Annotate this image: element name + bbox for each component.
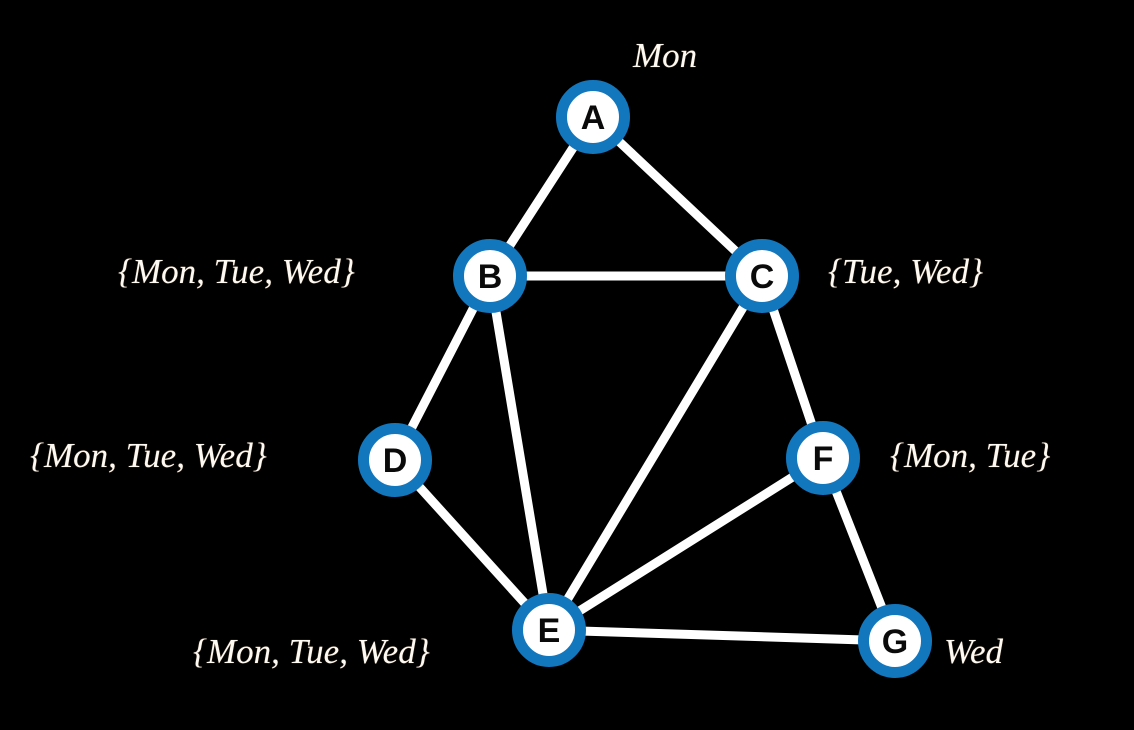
node-circle-b <box>453 239 527 313</box>
node-circle-g <box>858 604 932 678</box>
node-circle-e <box>512 593 586 667</box>
graph-node-d[interactable]: D <box>358 423 432 497</box>
graph-node-g[interactable]: G <box>858 604 932 678</box>
node-label-f: F <box>813 440 834 478</box>
domain-label-f: {Mon, Tue} <box>890 436 1051 475</box>
node-label-b: B <box>478 258 503 296</box>
graph-node-b[interactable]: B <box>453 239 527 313</box>
graph-edge-e-f <box>574 472 798 616</box>
domain-label-a: Mon <box>633 36 698 75</box>
graph-node-c[interactable]: C <box>725 239 799 313</box>
node-circle-f <box>786 421 860 495</box>
graph-node-f[interactable]: F <box>786 421 860 495</box>
node-label-e: E <box>538 612 561 650</box>
node-circle-d <box>358 423 432 497</box>
node-label-g: G <box>882 623 908 661</box>
domain-label-b: {Mon, Tue, Wed} <box>118 252 355 291</box>
graph-edge-a-c <box>613 136 742 257</box>
node-circle-c <box>725 239 799 313</box>
graph-edge-e-g <box>579 626 865 645</box>
graph-edge-c-e <box>562 301 749 605</box>
graph-node-a[interactable]: A <box>556 80 630 154</box>
graph-edge-c-f <box>768 304 817 430</box>
graph-edge-a-b <box>504 141 579 252</box>
graph-edge-b-e <box>491 306 548 600</box>
node-label-a: A <box>581 99 606 137</box>
node-label-c: C <box>750 258 775 296</box>
domain-label-d: {Mon, Tue, Wed} <box>30 436 267 475</box>
domain-label-g: Wed <box>944 632 1003 671</box>
graph-node-e[interactable]: E <box>512 593 586 667</box>
node-circle-a <box>556 80 630 154</box>
graph-edge-b-d <box>406 302 479 434</box>
edges-layer <box>406 136 887 645</box>
domain-label-c: {Tue, Wed} <box>828 252 984 291</box>
nodes-layer: A B C D E F G <box>358 80 932 678</box>
node-label-d: D <box>383 442 408 480</box>
graph-edge-d-e <box>413 481 531 609</box>
domain-label-e: {Mon, Tue, Wed} <box>193 632 430 671</box>
graph-edge-f-g <box>831 486 887 613</box>
